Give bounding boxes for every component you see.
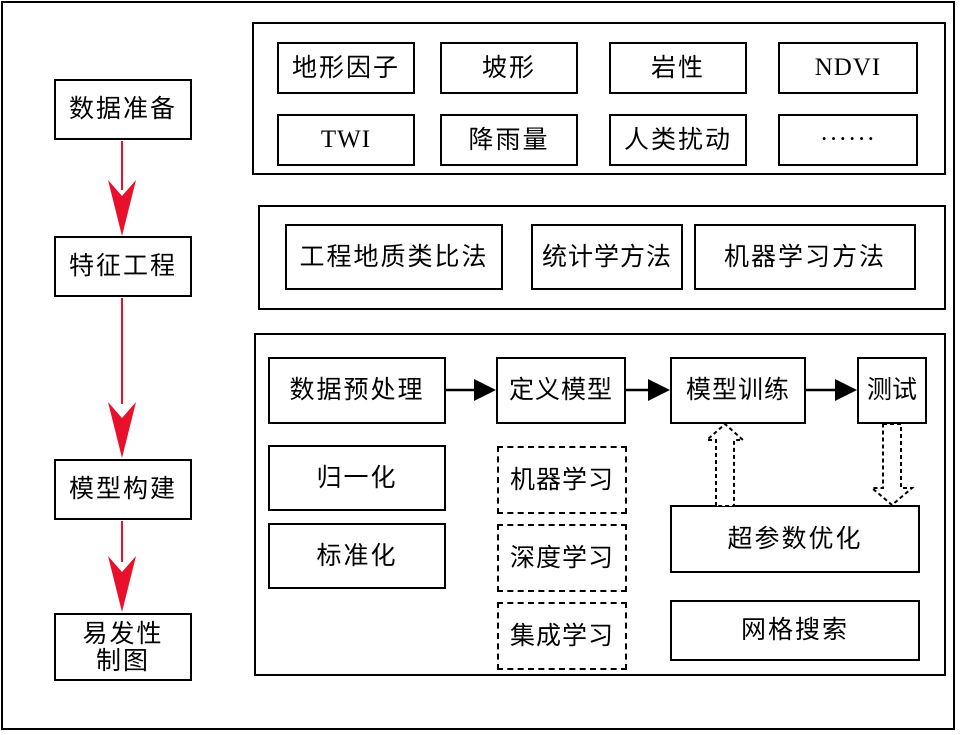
step-susceptibility-mapping: 易发性 制图 (54, 613, 192, 681)
preprocessing-standardization: 标准化 (268, 523, 446, 589)
hyperparameter-optimization: 超参数优化 (670, 505, 920, 573)
pipeline-train-model: 模型训练 (670, 357, 806, 424)
factor-terrain: 地形因子 (277, 42, 415, 94)
factor-twi: TWI (277, 114, 415, 166)
model-type-ensemble-learning: 集成学习 (497, 602, 627, 670)
method-machine-learning: 机器学习方法 (694, 224, 916, 290)
model-type-machine-learning: 机器学习 (497, 446, 627, 514)
factor-lithology: 岩性 (609, 42, 747, 94)
method-engineering-geology-analogy: 工程地质类比法 (285, 224, 503, 290)
step-model-building: 模型构建 (54, 459, 192, 520)
step-data-preparation: 数据准备 (54, 79, 192, 140)
pipeline-preprocessing: 数据预处理 (268, 357, 446, 424)
method-statistical: 统计学方法 (531, 224, 683, 290)
preprocessing-normalization: 归一化 (268, 445, 446, 511)
pipeline-define-model: 定义模型 (496, 357, 626, 424)
grid-search: 网格搜索 (670, 600, 920, 661)
flow-arrows-red (108, 141, 136, 612)
step-feature-engineering: 特征工程 (54, 236, 192, 297)
dashed-down-arrow (869, 423, 915, 507)
factor-slope-shape: 坡形 (440, 42, 578, 94)
factor-ndvi: NDVI (778, 42, 918, 94)
model-type-deep-learning: 深度学习 (497, 524, 627, 592)
factor-rainfall: 降雨量 (440, 114, 578, 166)
factor-ellipsis: ······ (778, 114, 918, 166)
factor-human-disturbance: 人类扰动 (609, 114, 747, 166)
dashed-up-arrow (704, 422, 746, 507)
pipeline-arrows (446, 379, 857, 401)
